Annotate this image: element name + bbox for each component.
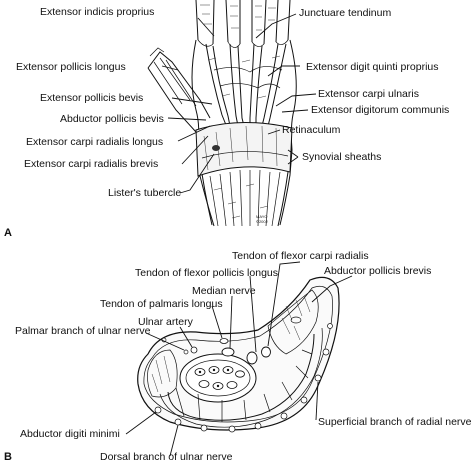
- forearm-tendons: [199, 169, 289, 227]
- carpal-tunnel: [179, 353, 257, 403]
- wrist-cross-section: [137, 276, 340, 433]
- extensor-compartments: [154, 323, 333, 433]
- label-tendon-flexor-pollicis-longus: Tendon of flexor pollicis longus: [135, 267, 278, 279]
- label-tendon-palmaris-longus: Tendon of palmaris longus: [100, 298, 223, 310]
- carpal-bones: [159, 327, 323, 428]
- label-synovial-sheaths: Synovial sheaths: [302, 151, 381, 163]
- label-extensor-carpi-radialis-brevis: Extensor carpi radialis brevis: [24, 158, 158, 170]
- label-extensor-carpi-ulnaris: Extensor carpi ulnaris: [318, 88, 419, 100]
- label-extensor-digiti-quinti-proprius: Extensor digit quinti proprius: [306, 61, 439, 73]
- label-extensor-pollicis-longus: Extensor pollicis longus: [16, 61, 126, 73]
- label-ulnar-artery: Ulnar artery: [138, 316, 194, 328]
- panel-a-labels: Extensor indicis proprius Junctuare tend…: [16, 6, 449, 199]
- label-listers-tubercle: Lister's tubercle: [108, 187, 181, 199]
- flexor-tendons: [194, 366, 245, 390]
- thumb: [147, 47, 211, 133]
- label-median-nerve: Median nerve: [192, 285, 256, 297]
- median-nerve: [221, 347, 235, 357]
- label-extensor-pollicis-brevis: Extensor pollicis bevis: [40, 92, 143, 104]
- retinaculum-band: [195, 122, 293, 177]
- label-palmar-branch-ulnar-nerve: Palmar branch of ulnar nerve: [15, 325, 151, 337]
- label-tendon-flexor-carpi-radialis: Tendon of flexor carpi radialis: [232, 250, 369, 262]
- panel-b-labels: Tendon of flexor carpi radialis Tendon o…: [15, 250, 472, 463]
- artist-signature-line-1: MAYO: [256, 214, 267, 219]
- label-retinaculum: Retinaculum: [282, 124, 341, 136]
- label-abductor-digiti-minimi: Abductor digiti minimi: [20, 428, 120, 440]
- panel-b-letter: B: [4, 451, 12, 463]
- panel-a-leaders: [161, 13, 317, 194]
- label-superficial-branch-radial-nerve: Superficial branch of radial nerve: [318, 416, 472, 428]
- extensor-tendons: [205, 43, 287, 127]
- panel-b-leaders: [125, 261, 353, 457]
- label-extensor-indicis-proprius: Extensor indicis proprius: [40, 6, 154, 18]
- panel-a-letter: A: [4, 227, 12, 239]
- palmaris-longus-tendon: [219, 338, 229, 344]
- dorsal-hand-illustration: MAYO ©2002: [147, 0, 297, 227]
- label-juncturae-tendinum: Junctuare tendinum: [299, 7, 391, 19]
- label-extensor-carpi-radialis-longus: Extensor carpi radialis longus: [26, 136, 163, 148]
- label-dorsal-branch-ulnar-nerve: Dorsal branch of ulnar nerve: [100, 451, 233, 463]
- flexor-pollicis-longus-tendon: [246, 351, 258, 365]
- artist-signature-line-2: ©2002: [256, 219, 269, 224]
- flexor-carpi-radialis-tendon: [261, 346, 271, 358]
- finger-stumps: [195, 0, 291, 48]
- ulnar-artery: [190, 346, 198, 354]
- label-abductor-pollicis-brevis-b: Abductor pollicis brevis: [324, 265, 431, 277]
- label-extensor-digitorum-communis: Extensor digitorum communis: [311, 104, 449, 116]
- label-abductor-pollicis-brevis: Abductor pollicis bevis: [60, 113, 164, 125]
